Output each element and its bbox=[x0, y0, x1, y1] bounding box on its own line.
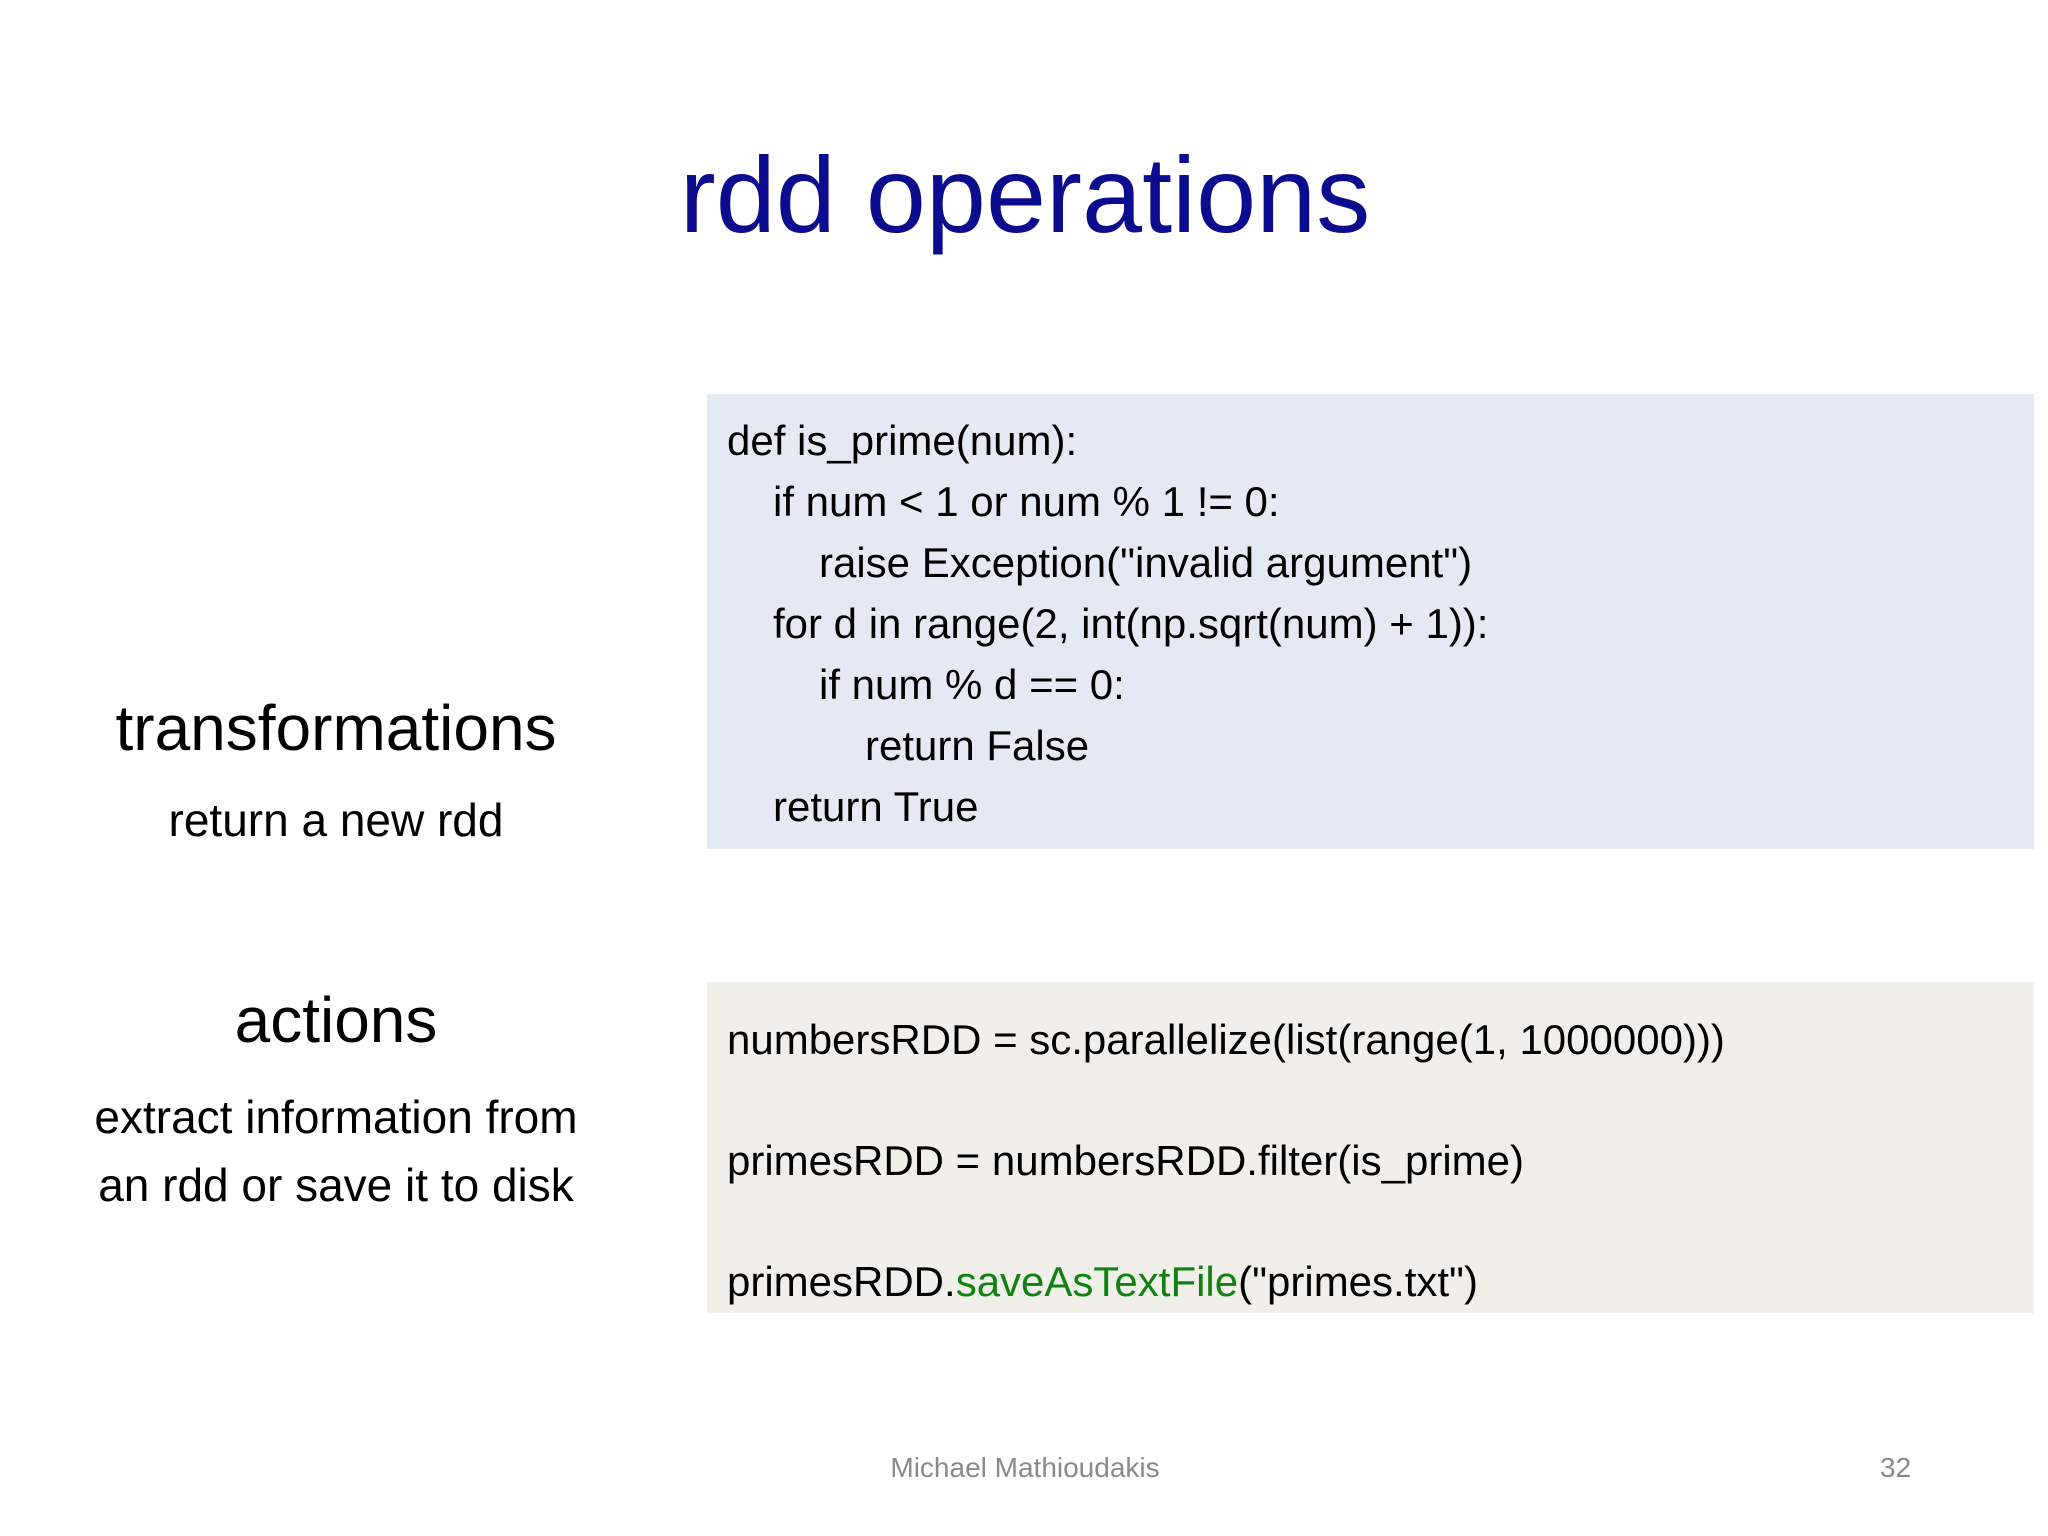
code-line: if num < 1 or num % 1 != 0: bbox=[773, 478, 1280, 525]
code-text: primesRDD. bbox=[727, 1258, 956, 1305]
code-line: if num % d == 0: bbox=[819, 661, 1125, 708]
transformations-description: return a new rdd bbox=[168, 794, 504, 846]
actions-heading: actions bbox=[234, 984, 438, 1056]
code-line: for d in range(2, int(np.sqrt(num) + 1))… bbox=[773, 600, 1489, 647]
code-line: primesRDD.saveAsTextFile("primes.txt") bbox=[727, 1251, 1478, 1312]
code-line: return False bbox=[865, 722, 1090, 769]
page-number: 32 bbox=[1880, 1452, 1912, 1483]
code-line: primesRDD = numbersRDD.filter(is_prime) bbox=[727, 1137, 1524, 1184]
code-line: return True bbox=[773, 783, 979, 830]
footer-author: Michael Mathioudakis bbox=[890, 1452, 1160, 1483]
transformations-heading: transformations bbox=[115, 692, 557, 764]
code-line: raise Exception("invalid argument") bbox=[819, 539, 1473, 586]
code-text: ("primes.txt") bbox=[1238, 1258, 1478, 1305]
actions-description-line1: extract information from bbox=[94, 1091, 578, 1143]
code-line: numbersRDD = sc.parallelize(list(range(1… bbox=[727, 1016, 1725, 1063]
transformations-code-block: def is_prime(num):if num < 1 or num % 1 … bbox=[707, 394, 2034, 849]
actions-description-line2: an rdd or save it to disk bbox=[98, 1159, 574, 1211]
highlighted-method: saveAsTextFile bbox=[955, 1258, 1239, 1305]
code-line: def is_prime(num): bbox=[727, 417, 1078, 464]
slide-title: rdd operations bbox=[679, 134, 1371, 255]
actions-code-block: numbersRDD = sc.parallelize(list(range(1… bbox=[707, 982, 2034, 1313]
